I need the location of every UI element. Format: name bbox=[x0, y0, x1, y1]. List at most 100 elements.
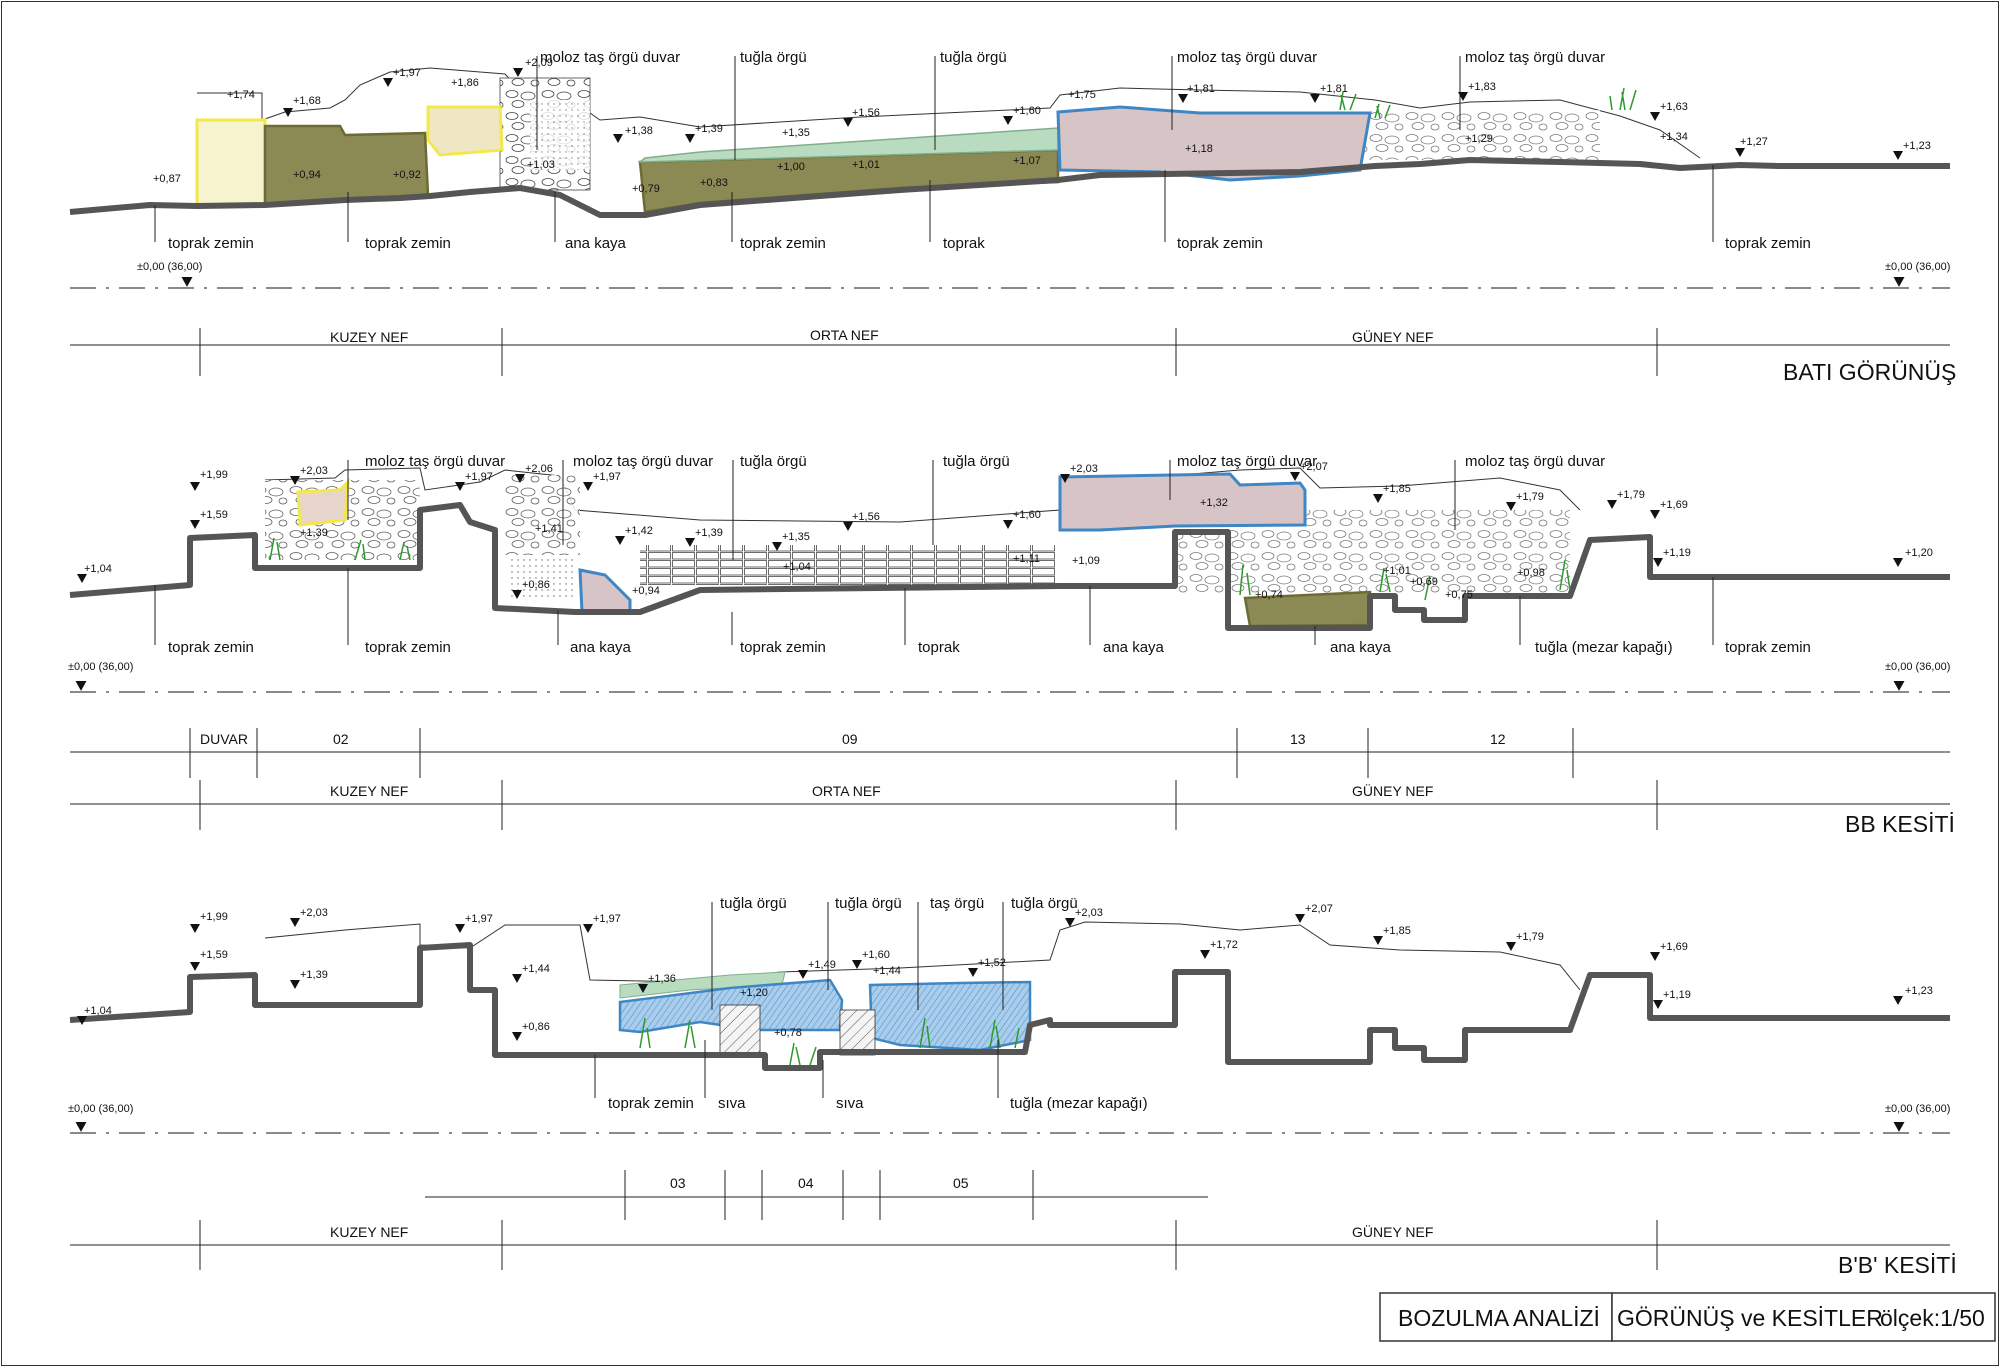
bottom-labels-b2b2: toprak zemin sıva sıva tuğla (mezar kapa… bbox=[594, 1040, 1148, 1112]
svg-text:+1,86: +1,86 bbox=[451, 77, 479, 89]
datum-right-bati: ±0,00 (36,00) bbox=[1885, 261, 1950, 273]
space-09: 09 bbox=[842, 731, 858, 747]
svg-text:+1,60: +1,60 bbox=[862, 949, 890, 961]
svg-text:moloz taş örgü duvar: moloz taş örgü duvar bbox=[573, 453, 713, 470]
elevations-bati: +1,74 +1,68 +1,97 +1,86 +2,09 +0,87 +0,9… bbox=[153, 57, 1931, 195]
svg-text:+0,92: +0,92 bbox=[393, 169, 421, 181]
datum-right-b2b2: ±0,00 (36,00) bbox=[1885, 1103, 1950, 1115]
zone-band-bati bbox=[70, 328, 1950, 376]
datum-right-bb: ±0,00 (36,00) bbox=[1885, 661, 1950, 673]
zone-kuzey-bb: KUZEY NEF bbox=[330, 783, 408, 799]
svg-text:+1,99: +1,99 bbox=[200, 911, 228, 923]
svg-text:+2,03: +2,03 bbox=[300, 907, 328, 919]
plaster-hatch-2 bbox=[839, 1009, 876, 1056]
svg-text:+1,42: +1,42 bbox=[625, 525, 653, 537]
zone-orta-bb: ORTA NEF bbox=[812, 783, 881, 799]
svg-text:toprak: toprak bbox=[943, 235, 985, 252]
zone-guney-bati: GÜNEY NEF bbox=[1352, 328, 1433, 345]
svg-text:+1,60: +1,60 bbox=[1013, 105, 1041, 117]
svg-text:ana kaya: ana kaya bbox=[1103, 639, 1165, 656]
svg-text:+1,85: +1,85 bbox=[1383, 483, 1411, 495]
zone-band-b2b2 bbox=[70, 1220, 1950, 1270]
svg-text:+2,03: +2,03 bbox=[1070, 463, 1098, 475]
svg-text:+1,79: +1,79 bbox=[1617, 489, 1645, 501]
section-title-bati: BATI GÖRÜNÜŞ bbox=[1783, 359, 1956, 385]
svg-text:+1,52: +1,52 bbox=[978, 957, 1006, 969]
svg-text:+1,39: +1,39 bbox=[695, 123, 723, 135]
space-05: 05 bbox=[953, 1175, 969, 1191]
svg-text:+1,35: +1,35 bbox=[782, 531, 810, 543]
svg-text:+1,41: +1,41 bbox=[535, 523, 563, 535]
svg-text:+1,03: +1,03 bbox=[527, 159, 555, 171]
svg-text:+1,44: +1,44 bbox=[522, 963, 550, 975]
section-title-b2b2: B'B' KESİTİ bbox=[1838, 1252, 1957, 1278]
svg-text:+0,94: +0,94 bbox=[632, 585, 660, 597]
deterioration-olive-1 bbox=[263, 124, 430, 207]
space-03: 03 bbox=[670, 1175, 686, 1191]
svg-text:+1,32: +1,32 bbox=[1200, 497, 1228, 509]
svg-text:ana kaya: ana kaya bbox=[565, 235, 627, 252]
svg-text:+2,03: +2,03 bbox=[300, 465, 328, 477]
svg-text:ana kaya: ana kaya bbox=[1330, 639, 1392, 656]
svg-text:toprak zemin: toprak zemin bbox=[740, 235, 826, 252]
svg-text:toprak: toprak bbox=[918, 639, 960, 656]
svg-text:+2,07: +2,07 bbox=[1305, 903, 1333, 915]
svg-text:+1,01: +1,01 bbox=[852, 159, 880, 171]
datum-left-bb: ±0,00 (36,00) bbox=[68, 661, 133, 673]
svg-text:+1,44: +1,44 bbox=[873, 965, 901, 977]
grass-b2b2 bbox=[639, 1017, 1020, 1066]
section-bb-kesiti: ±0,00 (36,00) ±0,00 (36,00) DUVAR 02 09 … bbox=[68, 453, 1955, 837]
title-block-scale: ölçek:1/50 bbox=[1880, 1305, 1985, 1331]
title-block-left: BOZULMA ANALİZİ bbox=[1398, 1305, 1600, 1331]
zone-kuzey-bati: KUZEY NEF bbox=[330, 329, 408, 345]
svg-text:+1,74: +1,74 bbox=[227, 89, 255, 101]
svg-text:+2,09: +2,09 bbox=[525, 57, 553, 69]
svg-text:+1,68: +1,68 bbox=[293, 95, 321, 107]
svg-text:+1,59: +1,59 bbox=[200, 509, 228, 521]
svg-text:+1,35: +1,35 bbox=[782, 127, 810, 139]
svg-text:+1,11: +1,11 bbox=[1013, 553, 1040, 565]
svg-text:+0,83: +0,83 bbox=[700, 177, 728, 189]
svg-text:moloz taş örgü duvar: moloz taş örgü duvar bbox=[1177, 49, 1317, 66]
top-labels-b2b2: tuğla örgü tuğla örgü taş örgü tuğla örg… bbox=[711, 895, 1078, 1010]
svg-text:toprak zemin: toprak zemin bbox=[1725, 235, 1811, 252]
deterioration-yellow-bb bbox=[296, 478, 350, 527]
svg-text:+1,97: +1,97 bbox=[593, 913, 621, 925]
svg-text:+1,39: +1,39 bbox=[300, 527, 328, 539]
svg-text:+1,04: +1,04 bbox=[84, 563, 112, 575]
svg-text:moloz taş örgü duvar: moloz taş örgü duvar bbox=[540, 49, 680, 66]
wall-outline-bb bbox=[264, 467, 1581, 523]
datum-left-bati: ±0,00 (36,00) bbox=[137, 261, 202, 273]
deterioration-mauve-bb bbox=[1058, 472, 1307, 532]
space-13: 13 bbox=[1290, 731, 1306, 747]
svg-text:+1,04: +1,04 bbox=[783, 561, 811, 573]
svg-text:+1,79: +1,79 bbox=[1516, 491, 1544, 503]
deterioration-mauve bbox=[1056, 105, 1372, 182]
svg-text:+0,74: +0,74 bbox=[1255, 589, 1283, 601]
svg-text:+1,69: +1,69 bbox=[1660, 499, 1688, 511]
svg-text:tuğla örgü: tuğla örgü bbox=[835, 895, 902, 912]
wall-outline bbox=[197, 67, 1701, 159]
svg-text:toprak zemin: toprak zemin bbox=[365, 235, 451, 252]
svg-text:+0,78: +0,78 bbox=[774, 1027, 802, 1039]
svg-text:tuğla (mezar kapağı): tuğla (mezar kapağı) bbox=[1010, 1095, 1148, 1112]
svg-text:+1,63: +1,63 bbox=[1660, 101, 1688, 113]
svg-text:+1,36: +1,36 bbox=[648, 973, 676, 985]
svg-text:+1,97: +1,97 bbox=[465, 471, 493, 483]
elevations-b2b2: +1,99 +1,59 +2,03 +1,39 +1,97 +1,97 +1,0… bbox=[77, 903, 1933, 1041]
grass-2 bbox=[1339, 91, 1357, 111]
svg-text:tuğla (mezar kapağı): tuğla (mezar kapağı) bbox=[1535, 639, 1673, 656]
svg-text:+1,97: +1,97 bbox=[465, 913, 493, 925]
svg-text:moloz taş örgü duvar: moloz taş örgü duvar bbox=[1177, 453, 1317, 470]
svg-text:sıva: sıva bbox=[718, 1095, 746, 1112]
section-profile-bb bbox=[69, 502, 1950, 631]
svg-text:+1,38: +1,38 bbox=[625, 125, 653, 137]
svg-text:toprak zemin: toprak zemin bbox=[608, 1095, 694, 1112]
space-duvar: DUVAR bbox=[200, 731, 248, 747]
svg-text:+1,85: +1,85 bbox=[1383, 925, 1411, 937]
top-labels-bati: moloz taş örgü duvar tuğla örgü tuğla ör… bbox=[536, 49, 1605, 160]
svg-text:+1,81: +1,81 bbox=[1187, 83, 1215, 95]
space-12: 12 bbox=[1490, 731, 1506, 747]
svg-text:+0,75: +0,75 bbox=[1445, 589, 1473, 601]
svg-text:tuğla örgü: tuğla örgü bbox=[720, 895, 787, 912]
